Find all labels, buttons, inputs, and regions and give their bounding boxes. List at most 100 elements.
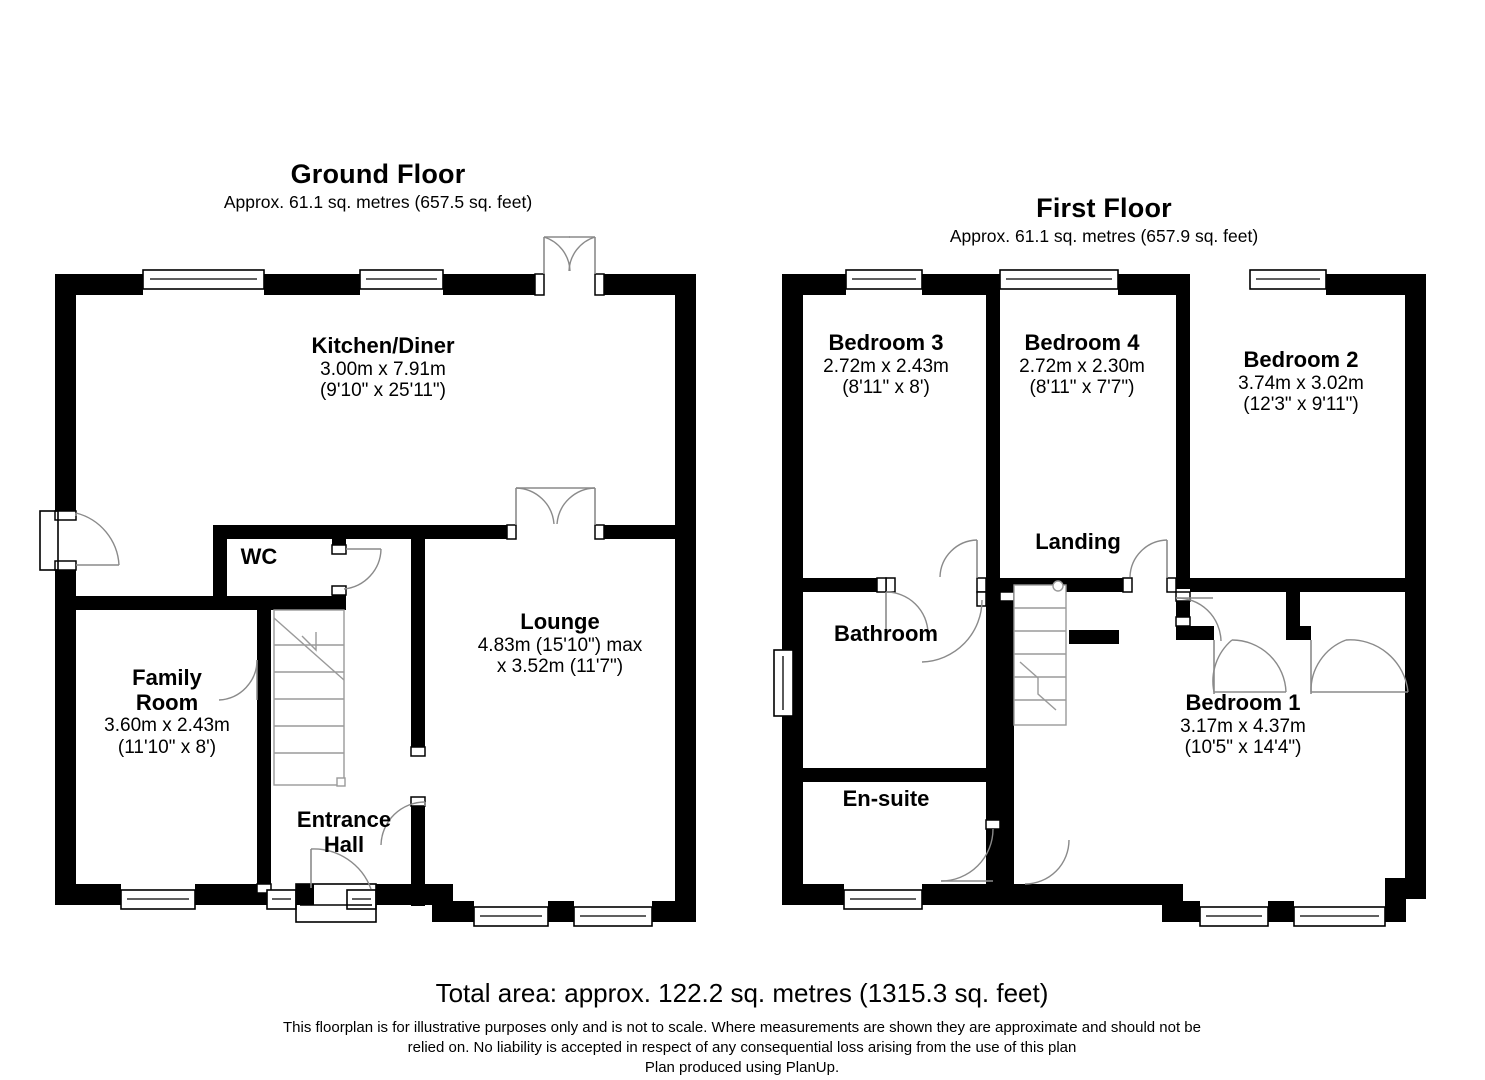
jamb-family-door-left [256, 883, 272, 894]
room-label-family-room: Family Room 3.60m x 2.43m (11'10" x 8') [104, 665, 230, 759]
window-bed1-bottom-1 [1199, 906, 1269, 927]
wall-stairwell-right-stub [1069, 630, 1119, 644]
window-lounge-bottom-1 [473, 906, 549, 927]
wall-wc-top [213, 525, 411, 539]
jamb-wc-door-bottom [331, 585, 347, 596]
room-label-kitchen-diner: Kitchen/Diner 3.00m x 7.91m (9'10" x 25'… [311, 333, 454, 402]
ground-floor-plan [39, 236, 696, 927]
wall-lounge-left-lower [411, 806, 425, 906]
wall-lounge-top-right [604, 525, 696, 539]
entrance-porch [295, 883, 377, 923]
room-name-wc: WC [240, 544, 278, 569]
wall-ground-left-lower [55, 570, 76, 905]
door-bedroom-4 [1129, 539, 1168, 578]
window-lounge-bottom-2 [573, 906, 653, 927]
first-floor-subtitle: Approx. 61.1 sq. metres (657.9 sq. feet) [949, 226, 1259, 246]
jamb-lounge-doors-left [506, 524, 517, 540]
jamb-lounge-doors-right [594, 524, 605, 540]
wall-ground-bottom-b [195, 884, 267, 905]
jamb-lounge-door-upper [410, 746, 426, 757]
wardrobe-doors-right [1310, 639, 1409, 694]
door-kitchen-french [543, 236, 596, 274]
window-kitchen-top-2 [359, 269, 444, 290]
room-label-bedroom-4: Bedroom 4 2.72m x 2.30m (8'11" x 7'7") [1019, 330, 1145, 399]
ground-floor-title: Ground Floor [290, 159, 466, 189]
room-dim-bedroom-3-metric: 2.72m x 2.43m [823, 355, 949, 377]
room-dim-lounge-imperial: x 3.52m (11'7") [496, 656, 624, 678]
room-label-bedroom-2: Bedroom 2 3.74m x 3.02m (12'3" x 9'11") [1238, 347, 1364, 416]
wall-lounge-top-left [411, 525, 507, 539]
first-floor-title: First Floor [1036, 193, 1172, 223]
wall-wc-right-upper [332, 525, 346, 545]
jamb-bed2-door-a [1175, 591, 1191, 602]
wall-ground-bottom-g [652, 901, 696, 922]
room-label-entrance-hall: Entrance Hall [297, 807, 391, 857]
jamb-wc-door-top [331, 544, 347, 555]
wall-first-top-b [922, 274, 986, 295]
window-ensuite-bottom [843, 889, 923, 910]
jamb-bed2-door-b [1175, 616, 1191, 627]
jamb-stair-top [999, 591, 1015, 602]
wall-first-top-a [782, 274, 846, 295]
wardrobe-doors-left [1212, 639, 1287, 694]
wall-first-bottom-d [1268, 901, 1294, 922]
door-front-entrance [310, 848, 372, 890]
room-dim-bedroom-4-imperial: (8'11" x 7'7") [1029, 377, 1135, 399]
wall-first-top-c [1118, 274, 1184, 295]
wall-ground-left-upper [55, 274, 76, 511]
wall-bed1-partition-v [1286, 592, 1300, 640]
room-name-bathroom: Bathroom [834, 621, 938, 646]
wall-bed1-left [1176, 592, 1190, 640]
wall-lounge-left-upper [411, 525, 425, 747]
wall-wc-bottom [257, 596, 346, 610]
wall-bed4-bed2 [1176, 274, 1190, 589]
room-name-bedroom-1: Bedroom 1 [1185, 690, 1301, 715]
room-dim-bedroom-2-metric: 3.74m x 3.02m [1238, 372, 1364, 394]
wall-bathroom-right [986, 592, 1000, 776]
wall-ground-bottom-e [432, 901, 474, 922]
door-bathroom [885, 591, 929, 634]
room-name-lounge: Lounge [520, 609, 600, 634]
wall-ground-bottom-c [296, 884, 314, 905]
room-dim-bedroom-1-imperial: (10'5" x 14'4") [1184, 737, 1302, 759]
wall-family-room-right [257, 596, 271, 894]
wall-bathroom-bottom [782, 768, 1000, 782]
room-name-bedroom-4: Bedroom 4 [1024, 330, 1140, 355]
wall-ground-top-b [264, 274, 360, 295]
door-side-entry [39, 510, 120, 571]
room-dim-bedroom-4-metric: 2.72m x 2.30m [1019, 355, 1145, 377]
ground-floor-subtitle: Approx. 61.1 sq. metres (657.5 sq. feet) [223, 192, 533, 212]
jamb-bed3-door-a [885, 577, 896, 593]
jamb-bed4-door-a [1122, 577, 1133, 593]
wall-stairwell-left [1000, 592, 1014, 892]
window-hall-bottom-left [266, 889, 297, 910]
disclaimer-line-1: This floorplan is for illustrative purpo… [283, 1019, 1201, 1036]
wall-ground-bottom-f [548, 901, 574, 922]
wall-ground-right [675, 274, 696, 920]
wall-family-room-top [66, 596, 271, 610]
window-bed1-bottom-2 [1293, 906, 1386, 927]
wall-first-bottom-b [922, 884, 1162, 905]
door-lounge-hall [380, 801, 426, 846]
room-dim-bedroom-2-imperial: (12'3" x 9'11") [1243, 394, 1359, 416]
window-hall-bottom-right [346, 889, 377, 910]
jamb-kitchen-topright [594, 273, 605, 296]
room-name-family-room-line1: Family [132, 665, 202, 690]
room-name-bedroom-2: Bedroom 2 [1243, 347, 1359, 372]
door-bedroom-2 [1175, 597, 1222, 642]
room-dim-bedroom-1-metric: 3.17m x 4.37m [1180, 715, 1306, 737]
door-lounge-french [515, 487, 596, 525]
room-name-landing: Landing [1035, 529, 1121, 554]
window-bathroom-left [773, 649, 794, 717]
wall-bed1-top-right [1408, 626, 1426, 640]
wall-ground-top-a [55, 274, 143, 295]
window-family-bottom [120, 889, 196, 910]
room-name-bedroom-3: Bedroom 3 [828, 330, 944, 355]
wall-first-top-d [1326, 274, 1426, 295]
jamb-bed4-door-b [1166, 577, 1177, 593]
door-family-room [218, 659, 258, 701]
room-dim-bedroom-3-imperial: (8'11" x 8') [842, 377, 930, 399]
wall-ground-bottom-a [55, 884, 121, 905]
window-bed3-top [845, 269, 923, 290]
